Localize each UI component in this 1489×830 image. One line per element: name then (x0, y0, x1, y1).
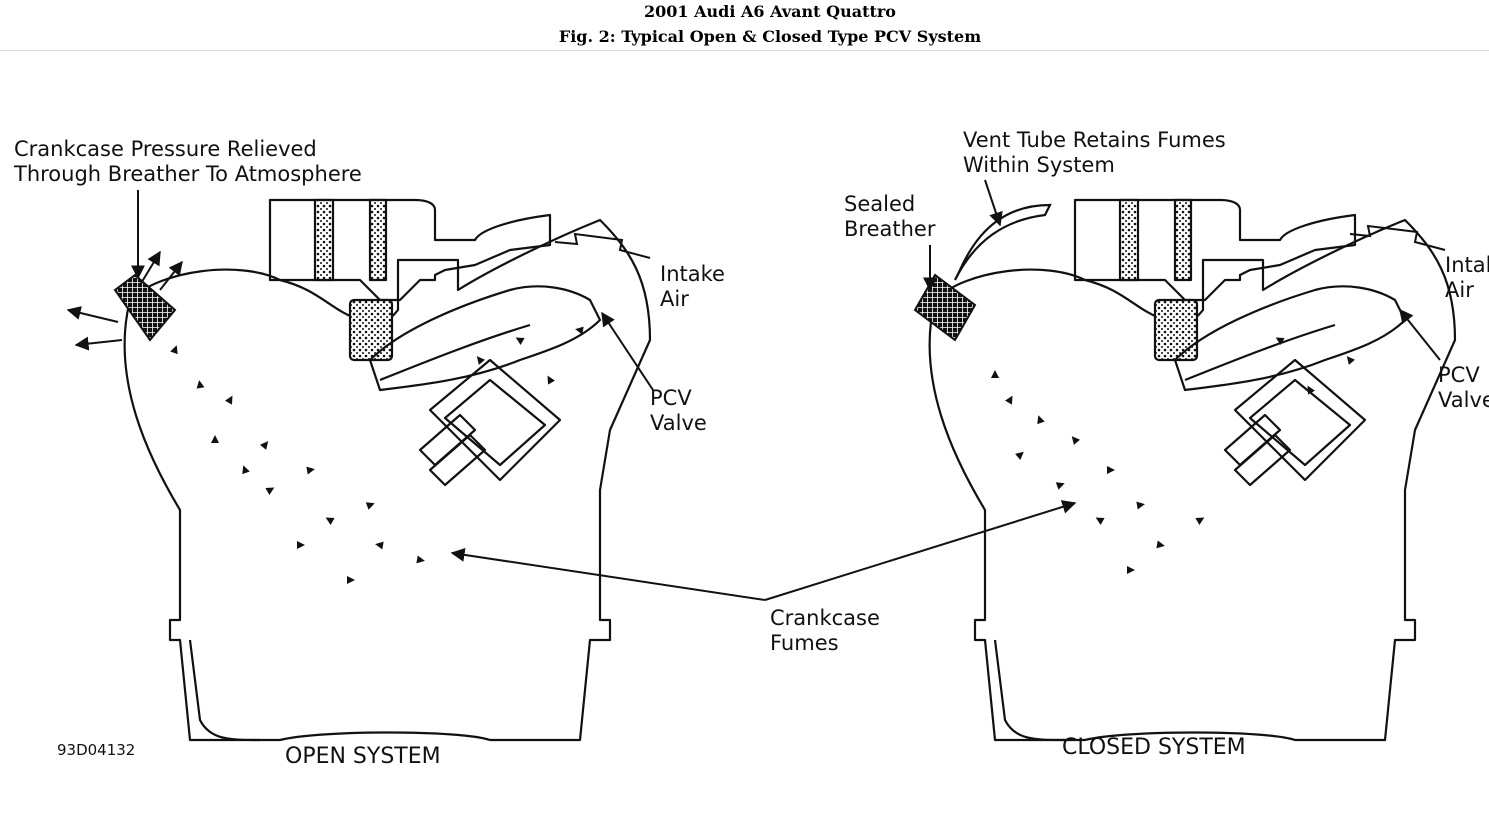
closed-vent-label-line1: Vent Tube Retains Fumes (963, 128, 1226, 152)
closed-system-engine (913, 198, 1457, 742)
open-pcv-label-line2: Valve (650, 411, 707, 435)
open-breather-arrows (66, 250, 183, 351)
closed-pcv-label-line1: PCV (1438, 363, 1480, 387)
open-system-caption: OPEN SYSTEM (285, 744, 441, 769)
open-pcv-label-line1: PCV (650, 386, 692, 410)
fumes-pointer-lines (450, 500, 1077, 601)
open-system-engine (113, 198, 652, 742)
closed-sealed-label-line2: Breather (844, 217, 936, 241)
closed-system-caption: CLOSED SYSTEM (1062, 735, 1246, 760)
open-pointer-lines (131, 190, 654, 391)
closed-intake-label-line1: Intal (1445, 253, 1489, 277)
open-intake-label-line1: Intake (660, 262, 725, 286)
closed-pointer-lines (923, 179, 1446, 361)
open-pressure-label-line2: Through Breather To Atmosphere (14, 162, 362, 186)
open-fumes (170, 325, 584, 584)
figure-code: 93D04132 (57, 741, 136, 759)
closed-intake-label-line2: Air (1445, 278, 1474, 302)
page-header: 2001 Audi A6 Avant Quattro Fig. 2: Typic… (0, 0, 1489, 51)
closed-fumes (991, 334, 1355, 574)
closed-vent-label-line2: Within System (963, 153, 1115, 177)
fumes-label-line2: Fumes (770, 631, 839, 655)
closed-sealed-label-line1: Sealed (844, 192, 916, 216)
open-pressure-label-line1: Crankcase Pressure Relieved (14, 137, 317, 161)
vehicle-title: 2001 Audi A6 Avant Quattro (644, 2, 896, 21)
open-intake-label-line2: Air (660, 287, 689, 311)
fumes-label-line1: Crankcase (770, 606, 880, 630)
figure-title: Fig. 2: Typical Open & Closed Type PCV S… (558, 27, 982, 46)
closed-pcv-label-line2: Valve (1438, 388, 1489, 412)
